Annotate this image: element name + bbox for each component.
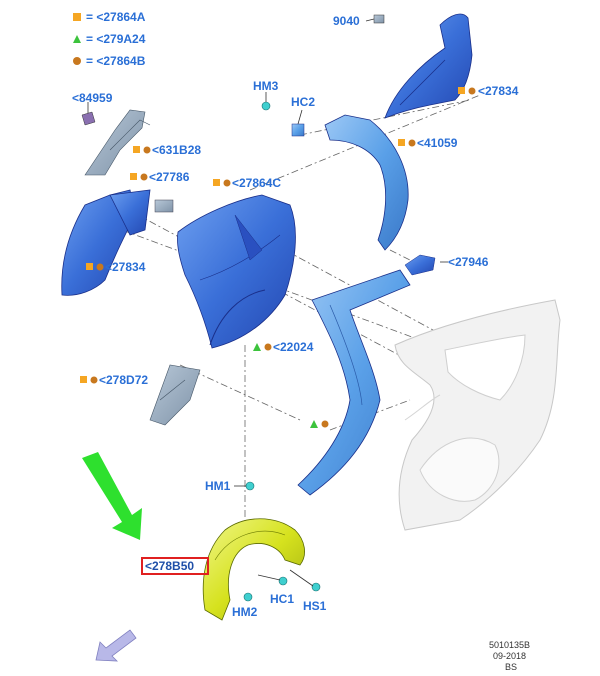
label-27834-top: <27834 xyxy=(478,84,519,98)
body-side-panel xyxy=(394,299,561,531)
clip-hm1 xyxy=(245,481,255,491)
legend-text-3: = <27864B xyxy=(86,54,146,68)
legend-circle-icon xyxy=(73,57,81,65)
ref-date: 09-2018 xyxy=(493,651,526,661)
bracket-631b28 xyxy=(81,102,151,176)
clip-hm2 xyxy=(243,592,253,602)
label-27786: <27786 xyxy=(149,170,190,184)
part-labels: 9040 <27834 <84959 HM3 HC2 <41059 <631B2… xyxy=(72,14,519,619)
label-hm2: HM2 xyxy=(232,605,258,619)
ref-initials: BS xyxy=(505,662,517,672)
label-278b50: <278B50 xyxy=(145,559,194,573)
part-84959 xyxy=(81,111,96,126)
label-631b28: <631B28 xyxy=(152,143,201,157)
label-22024: <22024 xyxy=(273,340,314,354)
legend: = <27864A = <279A24 = <27864B xyxy=(73,10,146,68)
ref-code: 5010135B xyxy=(489,640,530,650)
highlight-box xyxy=(141,557,209,575)
label-27946: <27946 xyxy=(448,255,489,269)
label-278d72: <278D72 xyxy=(99,373,148,387)
label-27864c: <27864C xyxy=(232,176,281,190)
clip-27786 xyxy=(154,199,174,213)
label-hc1: HC1 xyxy=(270,592,294,606)
legend-text-2: = <279A24 xyxy=(86,32,146,46)
label-9040: 9040 xyxy=(333,14,360,28)
lower-bracket-278d72 xyxy=(149,364,201,426)
upper-rear-panel xyxy=(365,13,473,119)
orientation-arrow-icon xyxy=(95,629,137,662)
inner-quarter-panel xyxy=(177,194,296,349)
legend-triangle-icon xyxy=(73,35,81,43)
clip-hs1 xyxy=(311,582,321,592)
bracket-27946 xyxy=(404,254,436,276)
legend-text-1: = <27864A xyxy=(86,10,146,24)
d-pillar-bracket xyxy=(261,92,436,276)
pillar-reinforcement xyxy=(297,269,411,496)
label-hs1: HS1 xyxy=(303,599,327,613)
label-84959: <84959 xyxy=(72,91,113,105)
clip-9040 xyxy=(373,14,385,24)
wheel-liner xyxy=(202,481,321,621)
pointer-arrow-icon xyxy=(82,452,142,540)
drawing-reference: 5010135B 09-2018 BS xyxy=(489,640,530,672)
left-inner-panel xyxy=(61,189,174,296)
clip-hc2 xyxy=(291,123,305,137)
callout-markers xyxy=(80,87,476,428)
label-41059: <41059 xyxy=(417,136,458,150)
label-hm1: HM1 xyxy=(205,479,231,493)
label-hc2: HC2 xyxy=(291,95,315,109)
label-27834-left: <27834 xyxy=(105,260,146,274)
label-hm3: HM3 xyxy=(253,79,279,93)
clip-hm3 xyxy=(261,101,271,111)
legend-square-icon xyxy=(73,13,81,21)
clip-hc1 xyxy=(278,576,288,586)
